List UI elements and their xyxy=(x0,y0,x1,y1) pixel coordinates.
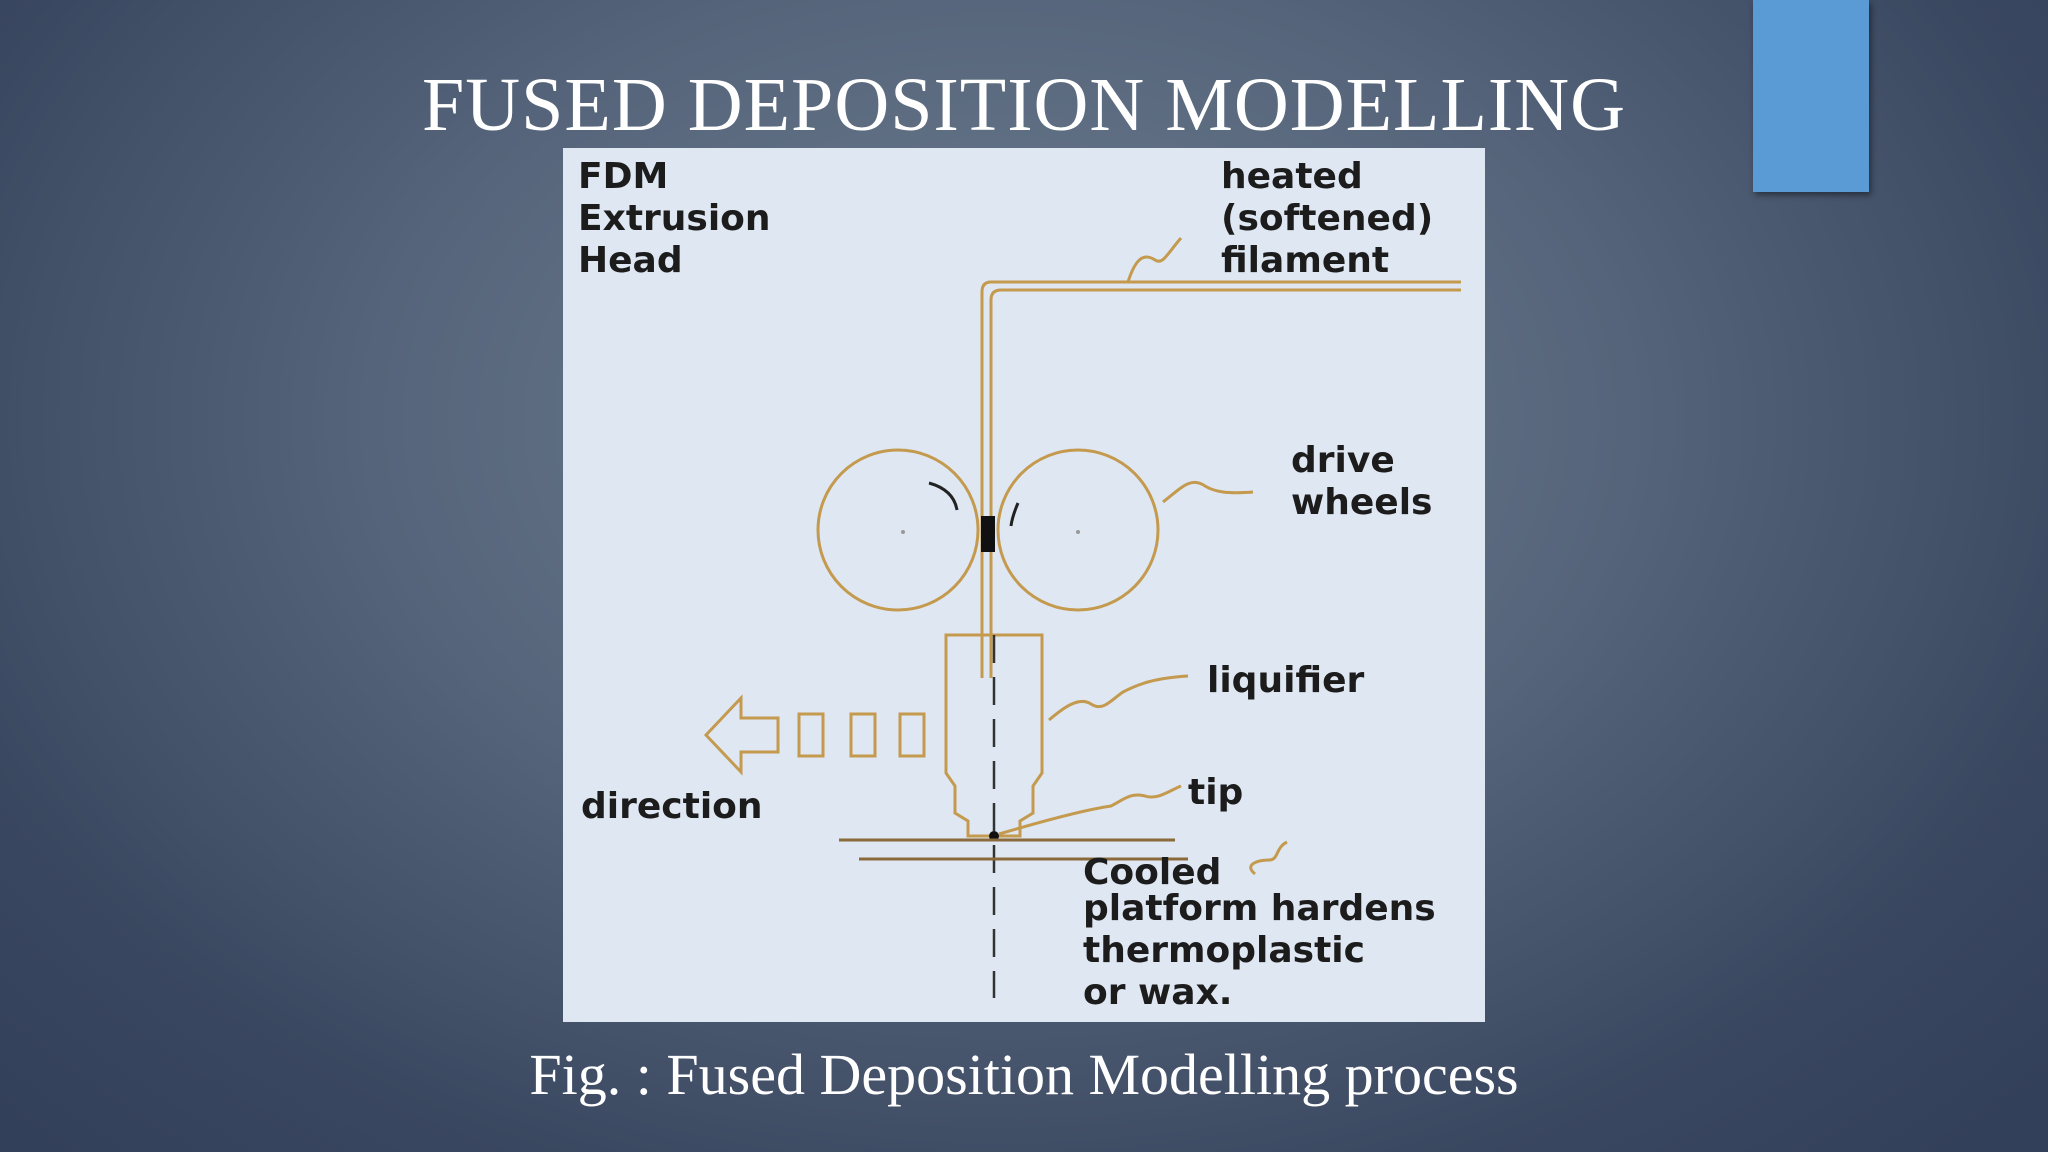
filament-label-2: (softened) xyxy=(1221,198,1433,239)
liquifier xyxy=(944,633,1044,838)
liquifier-pointer xyxy=(1048,674,1189,722)
direction-label: direction xyxy=(581,786,763,827)
platform-label-3: thermoplastic xyxy=(1083,930,1365,971)
figure-caption: Fig. : Fused Deposition Modelling proces… xyxy=(529,1042,1519,1107)
tip-label: tip xyxy=(1188,772,1243,813)
liquifier-label: liquifier xyxy=(1207,660,1365,701)
wheel-right-hub xyxy=(1076,530,1080,534)
wheels-label-1: drive xyxy=(1291,440,1395,481)
platform-pointer xyxy=(1249,840,1288,876)
platform-label-1: Cooled xyxy=(1083,852,1221,893)
platform xyxy=(839,838,1188,861)
filament xyxy=(980,280,1461,678)
drive-wheels xyxy=(816,448,1160,612)
filament-label-3: filament xyxy=(1221,240,1389,281)
accent-bar xyxy=(1753,0,1869,192)
head-label-3: Head xyxy=(578,240,683,281)
head-label-1: FDM xyxy=(578,156,668,197)
wheels-label-2: wheels xyxy=(1291,482,1433,523)
wheel-right-arrow xyxy=(1009,502,1020,527)
head-label-2: Extrusion xyxy=(578,198,771,239)
wheels-pointer xyxy=(1162,480,1254,504)
filament-pointer xyxy=(1126,237,1183,283)
fdm-diagram: FDM Extrusion Head heated (softened) fil… xyxy=(563,148,1485,1022)
filament-label-1: heated xyxy=(1221,156,1363,197)
slide-title: FUSED DEPOSITION MODELLING xyxy=(422,63,1626,147)
platform-label-2: platform hardens xyxy=(1083,888,1436,929)
platform-label-4: or wax. xyxy=(1083,972,1232,1013)
wheel-left-hub xyxy=(901,530,905,534)
direction-arrow xyxy=(703,694,926,776)
filament-grip xyxy=(981,516,995,552)
wheel-left-arrow xyxy=(928,481,959,511)
tip-pointer xyxy=(998,784,1182,836)
